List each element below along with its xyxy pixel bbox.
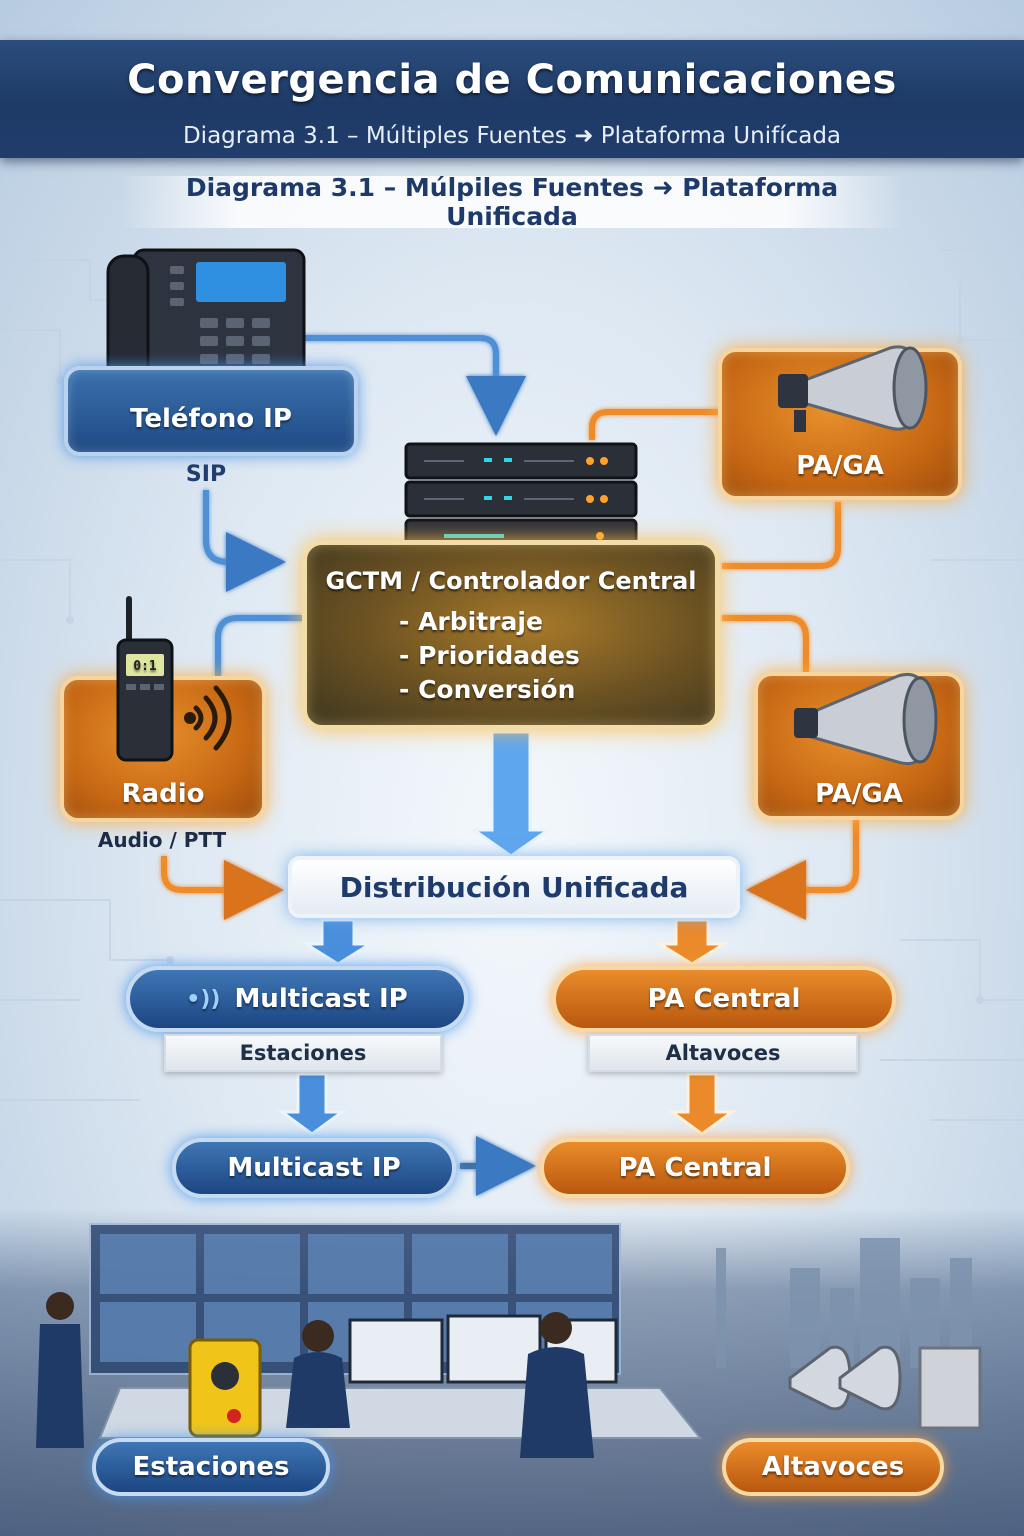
- estaciones-bottom-pill: Estaciones: [92, 1438, 330, 1496]
- estaciones-sublabel: Estaciones: [164, 1034, 442, 1072]
- broadcast-icon: •)): [186, 986, 221, 1012]
- wire-controller-to-pa-bottom: [722, 615, 809, 672]
- radio-box: 0:1 Radio: [60, 596, 266, 822]
- server-rack-icon: [404, 442, 638, 554]
- controller-item-prioridades: - Prioridades: [399, 641, 580, 670]
- arrow-multicast-down: [277, 1072, 347, 1136]
- audio-ptt-label: Audio / PTT: [97, 828, 227, 852]
- megaphone-icon: [794, 673, 938, 765]
- wire-server-to-pa-top: [589, 409, 722, 440]
- speakers-icon: [788, 1345, 982, 1430]
- radio-display-readout: 0:1: [133, 659, 157, 674]
- radio-handset-icon: 0:1: [116, 596, 232, 762]
- wire-phone-to-server: [300, 335, 526, 436]
- pa-ga-top-label: PA/GA: [796, 451, 884, 481]
- pa-central-pill-2: PA Central: [540, 1138, 850, 1198]
- arrow-dist-to-multicast: [300, 918, 376, 966]
- pa-ga-bottom-label: PA/GA: [815, 779, 903, 809]
- diagram-caption: Diagrama 3.1 – Múlpiles Fuentes ➜ Plataf…: [120, 173, 904, 231]
- page-title: Convergencia de Comunicaciones: [127, 57, 897, 103]
- pa-ga-top-box: PA/GA: [718, 345, 962, 500]
- ip-phone-label: Teléfono IP: [130, 404, 292, 434]
- multicast-ip-pill-2: Multicast IP: [172, 1138, 456, 1198]
- pa-ga-bottom-box: PA/GA: [754, 672, 964, 820]
- title-band: [0, 40, 1024, 158]
- multicast-ip-label-1: Multicast IP: [234, 984, 408, 1014]
- ip-phone-box: Teléfono IP: [64, 366, 358, 456]
- arrow-pa-central-down: [667, 1072, 737, 1136]
- ip-phone-icon: [106, 248, 306, 388]
- flow-arrows: [277, 730, 737, 1136]
- wire-radio-to-distribution: [161, 856, 284, 920]
- altavoces-sublabel: Altavoces: [588, 1034, 858, 1072]
- megaphone-icon: [778, 345, 928, 432]
- altavoces-bottom-pill: Altavoces: [722, 1438, 944, 1496]
- arrow-dist-to-pa-central: [654, 918, 730, 966]
- wire-pa-bottom-to-distribution: [746, 820, 859, 920]
- radio-label: Radio: [121, 779, 205, 809]
- wire-controller-to-radio: [215, 615, 302, 676]
- controller-item-conversion: - Conversión: [399, 675, 576, 704]
- pa-central-pill-1: PA Central: [552, 966, 896, 1032]
- wire-pa-top-to-controller: [722, 502, 841, 569]
- control-room-illustration: [36, 1223, 982, 1458]
- multicast-ip-pill-1: •)) Multicast IP: [126, 966, 468, 1032]
- unified-distribution-box: Distribución Unificada: [288, 856, 740, 918]
- sip-label: SIP: [185, 461, 227, 487]
- central-controller-box: GCTM / Controlador Central - Arbitraje -…: [302, 540, 720, 730]
- arrow-controller-to-distribution: [469, 730, 553, 858]
- header-subtitle: Diagrama 3.1 – Múltiples Fuentes ➜ Plata…: [182, 123, 842, 149]
- controller-title: GCTM / Controlador Central: [325, 567, 697, 595]
- controller-item-arbitraje: - Arbitraje: [399, 607, 543, 636]
- wire-sip-to-controller: [203, 490, 286, 592]
